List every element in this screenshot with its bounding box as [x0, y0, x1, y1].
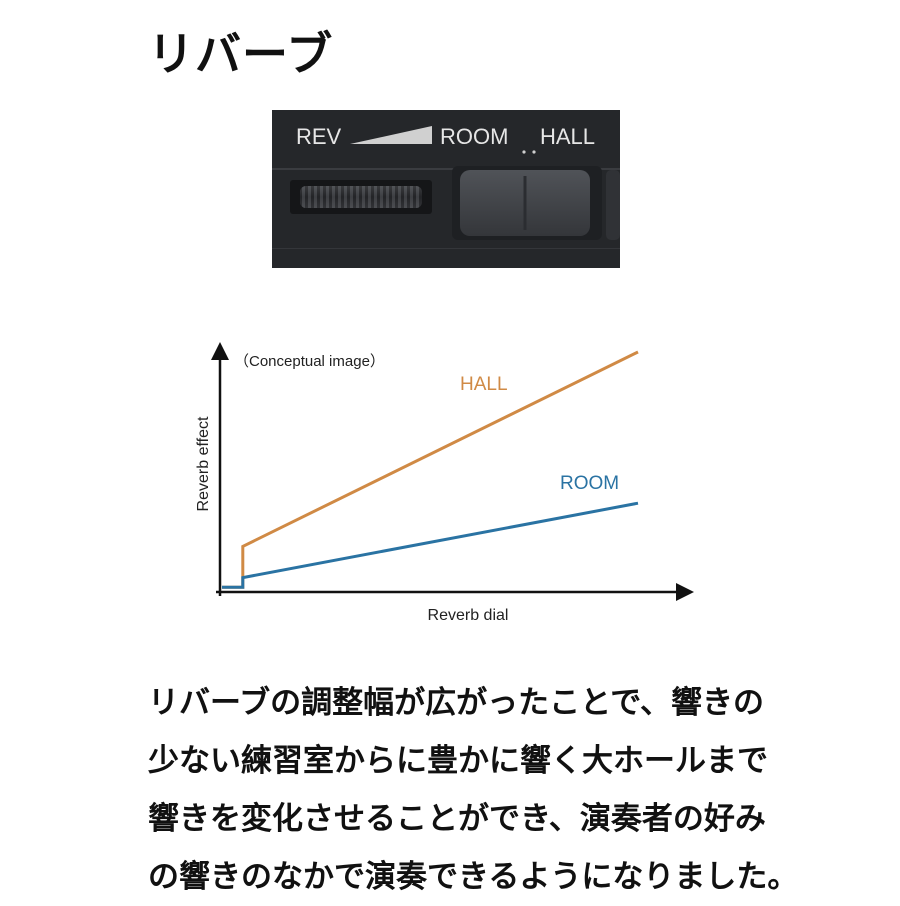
device-panel-graphic: REV ROOM HALL — [272, 110, 620, 268]
room-dot-icon — [522, 150, 526, 154]
chart-canvas: HALL ROOM （Conceptual image） Reverb dial Rev… — [195, 342, 694, 624]
y-axis-label: Reverb effect — [195, 416, 212, 511]
x-axis-arrow-icon — [676, 583, 694, 601]
room-label: ROOM — [440, 124, 508, 149]
series-label-hall: HALL — [460, 374, 508, 395]
hall-dot-icon — [532, 150, 536, 154]
description-line: 少ない練習室からに豊かに響く大ホールまで — [148, 743, 768, 779]
hall-label: HALL — [540, 124, 595, 149]
rev-label: REV — [296, 124, 342, 149]
page-title: リバーブ — [148, 27, 334, 81]
description-line: 響きを変化させることができ、演奏者の好み — [148, 801, 766, 837]
reverb-chart: HALL ROOM （Conceptual image） Reverb dial Rev… — [190, 330, 710, 640]
series-line-room — [222, 501, 639, 589]
x-axis-label: Reverb dial — [428, 607, 509, 624]
series-line-hall — [222, 350, 639, 589]
rev-wedge-icon — [350, 126, 432, 144]
description-line: の響きのなかで演奏できるようになりました。 — [148, 859, 799, 895]
series-label-room: ROOM — [560, 473, 619, 494]
description-line: リバーブの調整幅が広がったことで、響きの — [148, 685, 764, 721]
y-axis-arrow-icon — [211, 342, 229, 360]
reverb-control-photo: REV ROOM HALL — [272, 110, 620, 268]
description-text: リバーブの調整幅が広がったことで、響きの 少ない練習室からに豊かに響く大ホールま… — [148, 674, 799, 906]
chart-annotation: （Conceptual image） — [234, 353, 385, 370]
